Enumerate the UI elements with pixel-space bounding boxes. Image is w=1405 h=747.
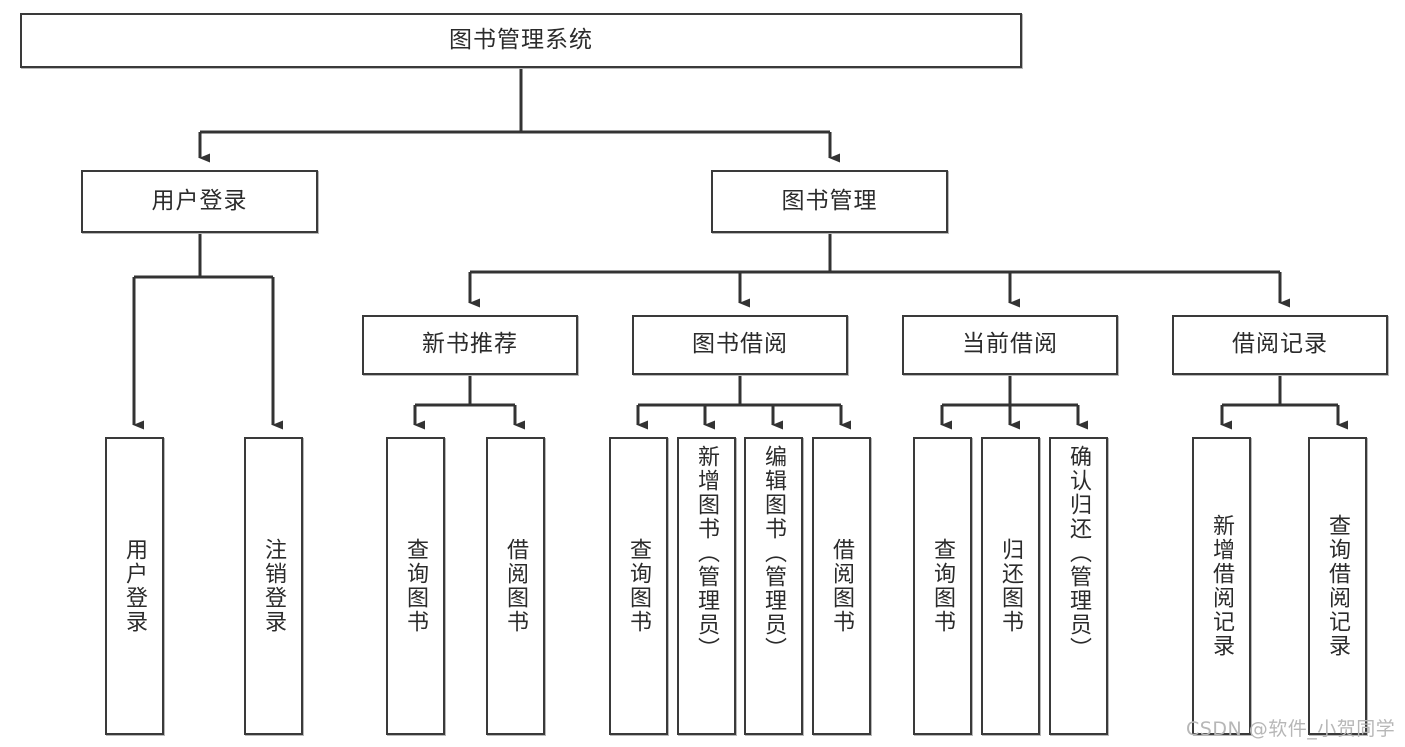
- node-label: 用户登录: [151, 187, 248, 214]
- node-label: 图书借阅: [692, 331, 788, 358]
- node-leaf-add-book[interactable]: 新增图书（管理员）: [677, 437, 736, 735]
- node-leaf-query-book-borrow[interactable]: 查询图书: [609, 437, 668, 735]
- node-label: 查询借阅记录: [1325, 514, 1351, 658]
- node-label: 图书管理系统: [449, 26, 593, 53]
- node-leaf-add-borrow-record[interactable]: 新增借阅记录: [1192, 437, 1251, 735]
- csdn-watermark: CSDN @软件_小贺同学: [1186, 718, 1396, 740]
- node-label: 用户登录: [122, 538, 148, 634]
- node-label: 新增图书（管理员）: [694, 445, 720, 661]
- node-label: 图书管理: [781, 187, 878, 214]
- node-label: 借阅图书: [829, 538, 855, 634]
- node-label: 借阅图书: [503, 538, 529, 634]
- node-leaf-return-book[interactable]: 归还图书: [981, 437, 1040, 735]
- node-leaf-logout[interactable]: 注销登录: [244, 437, 303, 735]
- node-label: 确认归还（管理员）: [1066, 445, 1092, 661]
- node-borrow-record[interactable]: 借阅记录: [1172, 315, 1388, 375]
- node-label: 编辑图书（管理员）: [761, 445, 787, 661]
- node-label: 查询图书: [403, 538, 429, 634]
- node-leaf-query-book-recommend[interactable]: 查询图书: [386, 437, 445, 735]
- node-leaf-confirm-return[interactable]: 确认归还（管理员）: [1049, 437, 1108, 735]
- node-leaf-query-borrow-record[interactable]: 查询借阅记录: [1308, 437, 1367, 735]
- node-label: 新书推荐: [422, 331, 518, 358]
- node-leaf-query-book-current[interactable]: 查询图书: [913, 437, 972, 735]
- node-label: 归还图书: [998, 538, 1024, 634]
- node-leaf-user-login[interactable]: 用户登录: [105, 437, 164, 735]
- node-label: 注销登录: [261, 538, 287, 634]
- node-new-book-recommend[interactable]: 新书推荐: [362, 315, 578, 375]
- node-book-borrow[interactable]: 图书借阅: [632, 315, 848, 375]
- node-label: 新增借阅记录: [1209, 514, 1235, 658]
- node-book-management[interactable]: 图书管理: [711, 170, 948, 233]
- node-label: 当前借阅: [962, 331, 1058, 358]
- node-leaf-borrow-book-recommend[interactable]: 借阅图书: [486, 437, 545, 735]
- node-current-borrow[interactable]: 当前借阅: [902, 315, 1118, 375]
- node-root-book-management-system[interactable]: 图书管理系统: [20, 13, 1022, 68]
- node-user-login[interactable]: 用户登录: [81, 170, 318, 233]
- node-leaf-edit-book[interactable]: 编辑图书（管理员）: [744, 437, 803, 735]
- node-label: 借阅记录: [1232, 331, 1328, 358]
- node-label: 查询图书: [626, 538, 652, 634]
- node-label: 查询图书: [930, 538, 956, 634]
- node-leaf-borrow-book-borrow[interactable]: 借阅图书: [812, 437, 871, 735]
